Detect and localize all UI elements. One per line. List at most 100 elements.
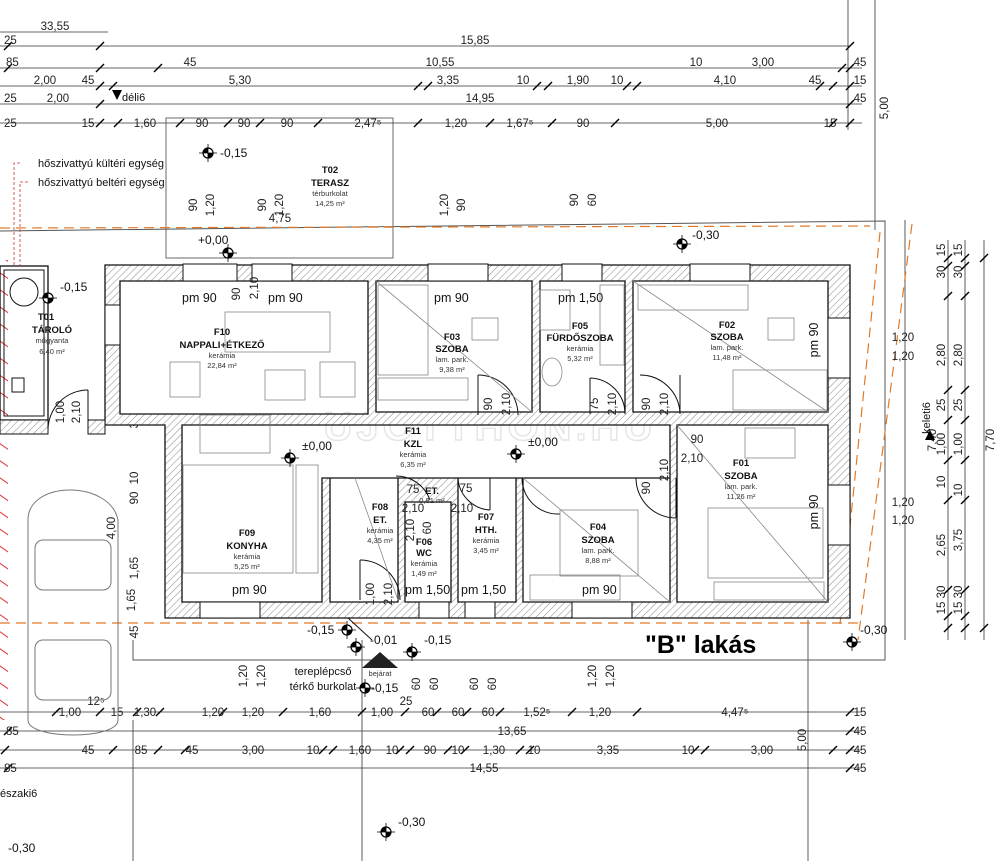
dim-storage-door-w: 1,00 xyxy=(55,401,67,423)
ddim-4b: 2,10 xyxy=(659,393,671,415)
stair-sub-label: bejárat xyxy=(369,669,393,678)
wdim-right2-a: 1,20 xyxy=(892,497,914,509)
level-marker-fill-top-right xyxy=(677,239,687,249)
dim-tick-123-7 xyxy=(485,118,495,128)
dim-left-e: 45 xyxy=(129,626,141,639)
dim-bot-r1-l: 1,52⁵ xyxy=(523,707,550,719)
dim-bot-r1-g: 1,60 xyxy=(309,707,331,719)
level-marker-fill-hall xyxy=(511,449,521,459)
dim-tick-712-6 xyxy=(357,707,367,717)
room-f04-finish: lam. park. xyxy=(582,546,615,555)
room-f10-finish: kerámia xyxy=(209,351,237,360)
pm-f10-b: pm 90 xyxy=(268,291,303,305)
dim-bot-r3-o: 45 xyxy=(854,745,867,757)
wdim-bot4-b: 1,20 xyxy=(605,665,617,687)
dim-right-f: 10 xyxy=(936,476,948,489)
room-f03-finish: lam. park. xyxy=(436,355,469,364)
level-value-entry-left: -0,15 xyxy=(307,623,335,637)
room-f09-code: F09 xyxy=(239,528,255,539)
dim-tick-750-13 xyxy=(700,745,710,755)
dim-bot-r3-g: 10 xyxy=(386,745,399,757)
dim-tick-v948-2 xyxy=(943,291,953,301)
room-t02: T02 TERASZ térburkolat 14,25 m² xyxy=(311,165,349,208)
dim-right2-b: 30 xyxy=(953,266,965,279)
dim-tick-v948-6 xyxy=(943,495,953,505)
dim-top-r5-a: 25 xyxy=(4,93,17,105)
dim-tick-123-0 xyxy=(95,118,105,128)
room-f09-finish: kerámia xyxy=(234,552,262,561)
dim-tick-v948-5 xyxy=(943,455,953,465)
ddim-11a: 2,10 xyxy=(405,519,417,541)
top-dimension-lines xyxy=(0,0,876,230)
dim-tick-86-5 xyxy=(543,81,553,91)
ddim-5b: 2,10 xyxy=(681,453,703,465)
ddim-9a: 75 xyxy=(407,484,420,496)
dim-bot-r3-f: 1,60 xyxy=(349,745,371,757)
level-marker-cross-entry-left xyxy=(338,621,356,639)
entry-stair-icon xyxy=(362,652,398,668)
paving-label: térkő burkolat xyxy=(290,681,357,693)
dim-tick-712-9 xyxy=(462,707,472,717)
dim-tick-768-0 xyxy=(3,763,13,773)
level-marker-cross-storage xyxy=(39,289,57,307)
dim-right-i: 15 xyxy=(936,602,948,615)
dim-tick-768-1 xyxy=(845,763,855,773)
dim-tick-123-11 xyxy=(845,118,855,128)
dim-tick-86-3 xyxy=(423,81,433,91)
dim-tick-123-10 xyxy=(828,118,838,128)
doors xyxy=(47,374,681,641)
dim-tick-v965-1 xyxy=(960,261,970,271)
level-marker-cross-terrace-entry xyxy=(219,244,237,262)
dim-tick-86-8 xyxy=(815,81,825,91)
level-value-hall: ±0,00 xyxy=(528,435,558,449)
dim-right-g: 2,65 xyxy=(936,534,948,556)
dim-tick-123-4 xyxy=(255,118,265,128)
room-f01-code: F01 xyxy=(733,458,750,469)
room-t01-finish: műgyanta xyxy=(36,336,70,345)
neighbour-boundary xyxy=(0,260,8,720)
dim-tick-731-0 xyxy=(3,726,13,736)
room-f09-area: 5,25 m² xyxy=(234,562,260,571)
dim-top-r6-j: 90 xyxy=(577,118,590,130)
dim-tick-123-3 xyxy=(223,118,233,128)
dim-right2-g: 3,75 xyxy=(953,529,965,551)
ddim-11b: 60 xyxy=(422,522,434,535)
dim-top-r6-f: 90 xyxy=(281,118,294,130)
dim-right2-f: 10 xyxy=(953,484,965,497)
dim-tick-68-3 xyxy=(837,63,847,73)
dim-tick-712-13 xyxy=(845,707,855,717)
heat-pump-unit-icon xyxy=(9,277,39,307)
dim-tick-712-8 xyxy=(432,707,442,717)
dim-tick-v948-1 xyxy=(943,261,953,271)
level-marker-fill-bottom-right xyxy=(847,637,857,647)
dim-top-r5-b: 2,00 xyxy=(47,93,69,105)
dim-top-r6-b: 15 xyxy=(82,118,95,130)
room-f06-area: 1,49 m² xyxy=(411,569,437,578)
wdim-2a: 90 xyxy=(257,199,269,212)
level-value-entry-mid: -0,01 xyxy=(370,633,398,647)
dim-right-a: 15 xyxy=(936,244,948,257)
level-marker-cross-hall xyxy=(507,445,525,463)
ddim-10a: 2,10 xyxy=(451,503,473,515)
apartment-label: "B" lakás xyxy=(645,631,756,659)
ddim-7a: 1,00 xyxy=(365,583,377,605)
east-arrow-icon xyxy=(925,430,935,440)
dim-top-r2-a: 25 xyxy=(4,35,17,47)
dim-top-r4-a: 2,00 xyxy=(34,75,56,87)
level-value-bottom-right: -0,30 xyxy=(860,623,888,637)
level-marker-fill-entry-right xyxy=(407,647,417,657)
room-f08-finish: kerámia xyxy=(367,526,395,535)
dim-top-r4-b: 45 xyxy=(82,75,95,87)
dim-right2-d: 25 xyxy=(953,399,965,412)
ground-pipe-label: tereplépcső xyxy=(295,666,352,678)
room-f12-area: 0,81 m² xyxy=(419,496,445,505)
level-marker-cross-entry-right xyxy=(403,643,421,661)
room-f11-finish: kerámia xyxy=(400,450,428,459)
dim-tick-712-5 xyxy=(278,707,288,717)
dim-tick-v965-4 xyxy=(960,415,970,425)
room-f07: F07 HTH. kerámia 3,45 m² xyxy=(473,512,501,555)
dim-tick-v965-9 xyxy=(960,623,970,633)
room-t01-code: T01 xyxy=(38,312,55,323)
room-f04-name: SZOBA xyxy=(581,535,614,546)
level-marker-cross-bottom-right xyxy=(843,633,861,651)
